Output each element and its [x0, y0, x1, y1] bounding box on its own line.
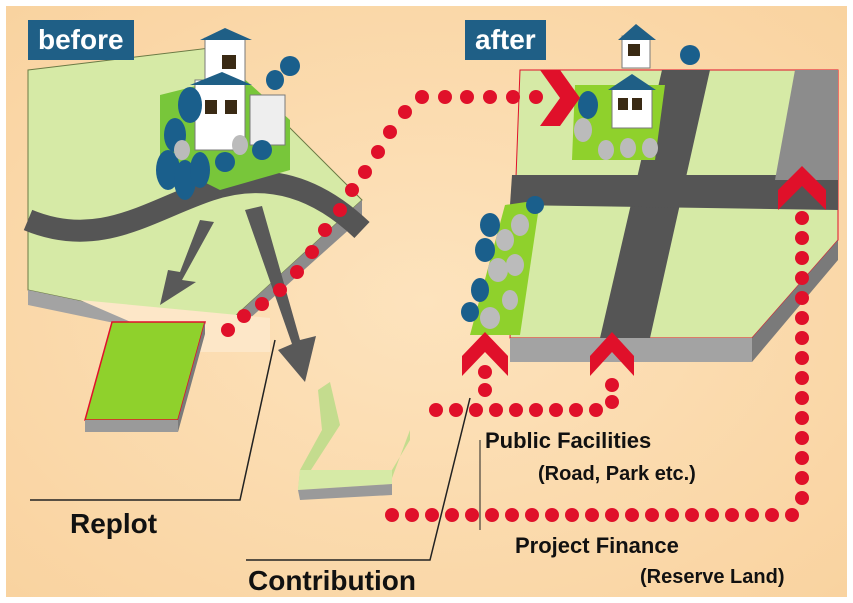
after-trees — [574, 45, 700, 160]
project-finance-label: Project Finance — [515, 533, 679, 558]
flow-dots — [221, 90, 809, 522]
flow-chevrons — [462, 70, 826, 376]
before-trees — [156, 56, 300, 200]
contribution-label: Contribution — [248, 565, 416, 596]
public-facilities-sublabel: (Road, Park etc.) — [538, 463, 696, 485]
replot-parcel — [30, 300, 276, 501]
after-badge: after — [465, 20, 546, 60]
before-badge: before — [28, 20, 134, 60]
contribution-pieces — [246, 382, 471, 561]
replot-label: Replot — [70, 508, 158, 539]
project-finance-sublabel: (Reserve Land) — [640, 566, 785, 588]
public-facilities-label: Public Facilities — [485, 428, 652, 453]
after-park-trees — [461, 196, 544, 335]
